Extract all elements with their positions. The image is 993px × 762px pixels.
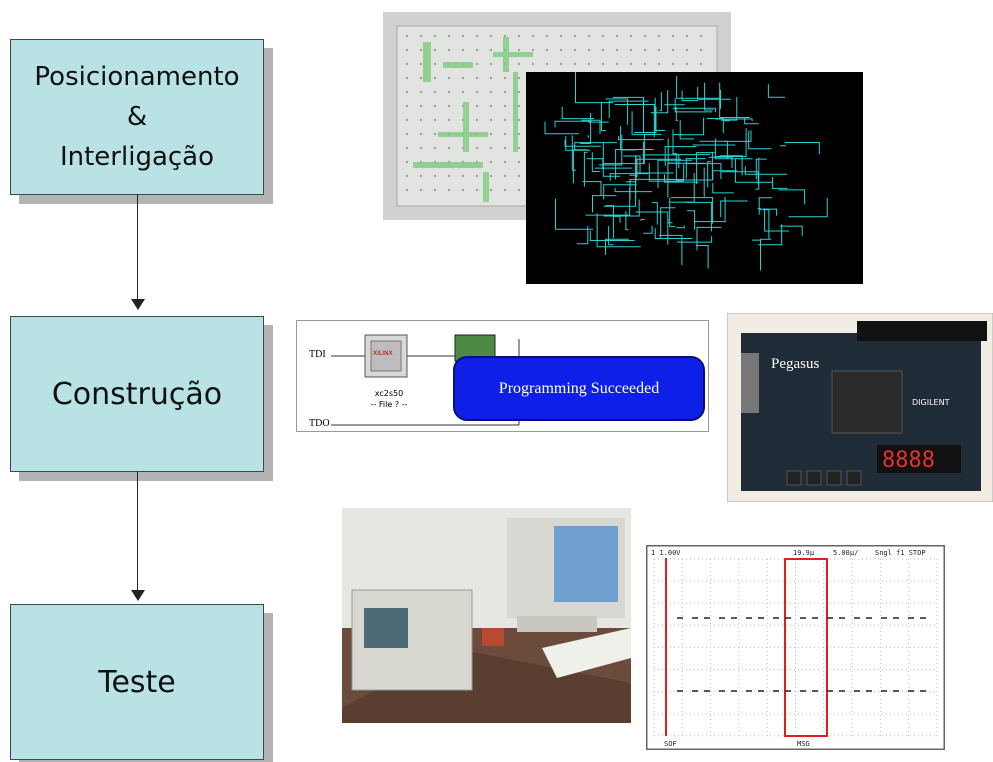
scope-marker-msg: MSG [797,740,810,748]
step3-label: Teste [98,664,176,700]
pegasus-board-image: Pegasus DIGILENT 8888 [727,313,993,502]
scope-marker-sof: SOF [664,740,677,748]
step1-line2: & [126,102,148,132]
step1-line1: Posicionamento [34,62,240,92]
board-maker: DIGILENT [912,398,950,407]
programming-status-banner: Programming Succeeded [453,356,705,421]
flow-step-placement-routing: Posicionamento & Interligação [10,39,264,195]
board-brand: Pegasus [771,356,819,372]
oscilloscope-capture: 1 1.00V 19.9µ 5.00µ/ Sngl f1 STOP SOF MS… [646,545,945,750]
flow-step-test: Teste [10,604,264,760]
scope-header-left: 1 1.00V [651,549,681,557]
chip-name: xc2s50 [374,389,404,398]
board-seven-segment-display: 8888 [882,448,935,473]
arrow-head-1 [131,299,145,310]
fpga-routing-image [526,72,863,284]
flow-step-construction: Construção [10,316,264,472]
arrow-head-2 [131,590,145,601]
step2-label: Construção [51,376,223,412]
arrow-connector-1 [137,194,138,300]
scope-header-timebase: 5.00µ/ [833,549,858,557]
xilinx-chip-brand: XILINX [373,350,393,357]
arrow-connector-2 [137,471,138,591]
tdi-label: TDI [309,349,326,360]
chip-file-label: -- File ? -- [370,400,408,409]
lab-bench-photo [342,508,631,723]
programming-panel: TDI TDO XILINX xc2s50 -- File ? -- Progr… [296,320,709,432]
scope-header-delay: 19.9µ [793,549,815,557]
scope-header-right: Sngl f1 STOP [875,549,926,557]
tdo-label: TDO [309,418,330,429]
step1-line3: Interligação [59,142,215,172]
